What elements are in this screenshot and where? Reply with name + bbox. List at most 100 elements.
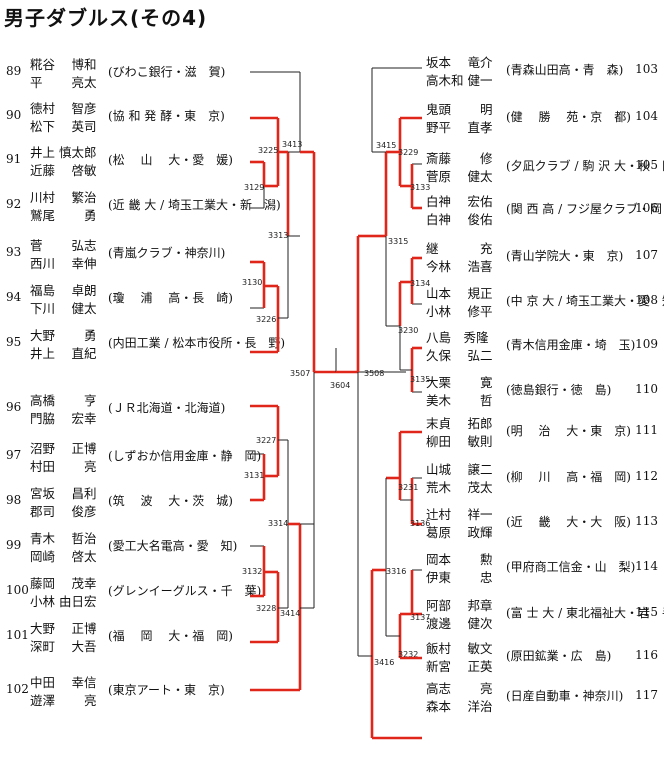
entry-number: 116 — [635, 648, 658, 662]
entry-number: 96 — [6, 400, 22, 414]
entry-number: 91 — [6, 152, 22, 166]
team-name: (青森山田高・青 森) — [506, 63, 624, 77]
entry-number: 104 — [635, 109, 658, 123]
player-name: 遊澤 亮 — [30, 693, 97, 708]
team-name: (甲府商工信金・山 梨) — [506, 560, 636, 574]
match-number: 3136 — [410, 519, 430, 528]
player-name: 平 亮太 — [30, 75, 97, 90]
player-name: 菅 弘志 — [30, 238, 97, 253]
player-name: 飯村 敏文 — [426, 641, 493, 656]
team-name: (グレンイーグルス・千 葉) — [108, 584, 262, 598]
player-name: 継 充 — [426, 241, 493, 256]
match-number: 3413 — [282, 140, 302, 149]
player-name: 山城 譲二 — [426, 462, 493, 477]
player-name: 近藤 啓敏 — [30, 163, 97, 178]
player-name: 小林 修平 — [426, 304, 493, 319]
player-name: 今林 浩喜 — [426, 259, 493, 274]
match-number: 3508 — [364, 369, 384, 378]
player-name: 藤岡 茂幸 — [30, 576, 97, 591]
match-number: 3225 — [258, 146, 278, 155]
team-name: (東京アート・東 京) — [108, 683, 225, 697]
player-name: 高志 亮 — [426, 681, 493, 696]
player-name: 高木和 健一 — [426, 73, 493, 88]
player-name: 白神 俊佑 — [426, 212, 493, 227]
entry-number: 117 — [635, 688, 658, 702]
entry-number: 111 — [635, 423, 658, 437]
team-name: (瓊 浦 高・長 崎) — [108, 291, 233, 305]
player-name: 西川 幸伸 — [30, 256, 97, 271]
player-name: 新宮 正英 — [426, 659, 493, 674]
player-name: 大野 正博 — [30, 621, 97, 636]
player-name: 斎藤 修 — [426, 151, 493, 166]
player-name: 青木 哲治 — [30, 531, 97, 546]
team-name: (びわこ銀行・滋 賀) — [108, 65, 226, 79]
entry-number: 100 — [6, 583, 29, 597]
match-number: 3228 — [256, 604, 276, 613]
team-name: (日産自動車・神奈川) — [506, 689, 624, 703]
player-name: 川村 繁治 — [30, 190, 97, 205]
player-name: 下川 健太 — [30, 301, 97, 316]
match-number: 3129 — [244, 183, 264, 192]
team-name: (愛工大名電高・愛 知) — [108, 539, 238, 553]
player-name: 柳田 敏則 — [426, 434, 493, 449]
entry-number: 106 — [635, 201, 658, 215]
team-name: (健 勝 苑・京 都) — [506, 110, 631, 124]
entry-number: 92 — [6, 197, 22, 211]
match-number: 3133 — [410, 183, 430, 192]
match-number: 3230 — [398, 326, 418, 335]
entry-number: 102 — [6, 682, 29, 696]
player-name: 末貞 拓郎 — [426, 416, 493, 431]
right-entry: 116 飯村 敏文新宮 正英 (原田鉱業・広 島) — [420, 636, 664, 676]
player-name: 岡崎 啓太 — [30, 549, 97, 564]
match-number: 3226 — [256, 315, 276, 324]
entry-number: 89 — [6, 64, 22, 78]
match-number: 3134 — [410, 279, 430, 288]
player-name: 辻村 祥一 — [426, 507, 493, 522]
match-number: 3415 — [376, 141, 396, 150]
match-number: 3137 — [410, 613, 430, 622]
entry-number: 97 — [6, 448, 22, 462]
player-name: 福島 卓朗 — [30, 283, 97, 298]
match-number: 3315 — [388, 237, 408, 246]
player-name: 中田 幸信 — [30, 675, 97, 690]
entry-number: 103 — [635, 62, 658, 76]
team-name: (青嵐クラブ・神奈川) — [108, 246, 226, 260]
player-name: 白神 宏佑 — [426, 194, 493, 209]
team-name: (中 京 大 / 埼玉工業大・愛 知) — [506, 294, 664, 308]
team-name: (原田鉱業・広 島) — [506, 649, 612, 663]
player-name: 宮坂 昌利 — [30, 486, 97, 501]
entry-number: 109 — [635, 337, 658, 351]
entry-number: 90 — [6, 108, 22, 122]
team-name: (近 畿 大・大 阪) — [506, 515, 631, 529]
team-name: (内田工業 / 松本市役所・長 野) — [108, 336, 286, 350]
team-name: (協 和 発 酵・東 京) — [108, 109, 225, 123]
match-number: 3231 — [398, 483, 418, 492]
player-name: 松下 英司 — [30, 119, 97, 134]
match-number: 3135 — [410, 375, 430, 384]
player-name: 山本 規正 — [426, 286, 493, 301]
team-name: (福 岡 大・福 岡) — [108, 629, 233, 643]
team-name: (柳 川 高・福 岡) — [506, 470, 631, 484]
team-name: (夕凪クラブ / 駒 沢 大・秋 田) — [506, 159, 664, 173]
